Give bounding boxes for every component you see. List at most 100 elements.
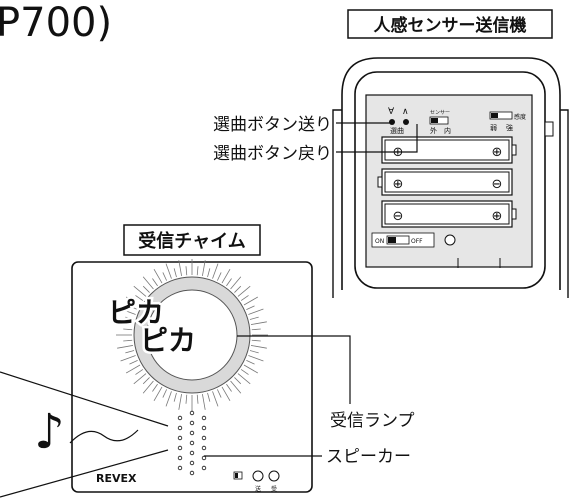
lamp-ray [125, 364, 141, 374]
lamp-ray [240, 369, 249, 375]
battery-1: ⊕ ⊕ [381, 136, 517, 164]
on-label: ON [375, 238, 384, 245]
lamp-ray [246, 305, 255, 311]
svg-text:⊖: ⊖ [492, 177, 503, 192]
header-text: P700) [0, 0, 112, 46]
lamp-ray [249, 316, 259, 320]
lamp-ray [230, 380, 242, 394]
speaker-hole [177, 445, 183, 451]
transmitter: ∀ ∧ 選曲 センサー 外 内 感度 弱 強 ⊕ ⊕ ⊕ ⊖ [332, 57, 569, 298]
lamp-ray [212, 263, 219, 279]
lamp-ray [185, 266, 188, 276]
battery-3: ⊖ ⊕ [381, 200, 517, 228]
lamp-ray [251, 345, 267, 349]
lamp-ray [117, 345, 133, 349]
lamp-ray [226, 383, 232, 392]
label-speaker: スピーカー [326, 447, 411, 467]
speaker-hole [189, 450, 195, 456]
speaker-hole [189, 460, 195, 466]
lamp-ray [246, 359, 255, 365]
lamp-ray [133, 285, 147, 297]
lamp-ray [221, 386, 231, 402]
lamp-ray [237, 373, 251, 385]
speaker-hole [201, 465, 207, 471]
receive-indicator [268, 470, 280, 482]
lamp-ray [142, 285, 150, 293]
lamp-ray [202, 260, 206, 276]
sensitivity-label: 感度 [514, 113, 526, 121]
lamp-ray [221, 268, 231, 284]
lamp-ray [216, 272, 222, 281]
lamp-ray [153, 268, 163, 284]
track-back-button[interactable] [403, 119, 409, 125]
lamp-ray [142, 377, 150, 385]
speaker-hole [201, 425, 207, 431]
sensitivity-switch[interactable] [489, 111, 513, 120]
transmitter-stand [341, 57, 561, 290]
lamp-ray [243, 364, 259, 374]
off-label: OFF [411, 238, 423, 245]
receive-lamp [146, 289, 238, 381]
lamp-ray [234, 285, 242, 293]
brand-logo: REVEX [96, 472, 137, 485]
lamp-ray [173, 268, 177, 278]
track-forward-button[interactable] [389, 119, 395, 125]
lamp-ray [196, 266, 199, 276]
lamp-ray [207, 392, 211, 402]
sensor-label: センサー [430, 110, 450, 116]
chime-title-box [123, 224, 261, 256]
speaker-hole [189, 470, 195, 476]
lamp-ray [142, 276, 154, 290]
transmitter-title-box [347, 9, 553, 39]
lamp-ray [178, 394, 182, 410]
lamp-ray [129, 359, 138, 365]
lamp-ray [207, 268, 211, 278]
transmitter-side-tab [544, 121, 554, 137]
lamp-ray [162, 389, 168, 398]
lamp-ray [125, 296, 141, 306]
music-note-icon: ♪ [34, 404, 65, 460]
speaker-hole [189, 420, 195, 426]
receive-indicator-label: 受 [271, 485, 277, 493]
lamp-ray [135, 295, 144, 301]
svg-text:∧: ∧ [402, 107, 409, 117]
svg-text:⊕: ⊕ [393, 177, 404, 192]
sound-wave [69, 429, 139, 444]
send-indicator [252, 470, 264, 482]
sound-line-bottom [0, 449, 169, 498]
lamp-ray [120, 355, 136, 362]
lamp-ray [153, 386, 163, 402]
lamp-ray [162, 272, 168, 281]
svg-text:⊕: ⊕ [492, 145, 503, 160]
speaker-hole [189, 410, 195, 416]
lamp-ray [240, 295, 249, 301]
speaker-hole [177, 435, 183, 441]
sensor-outer-label: 外 [430, 126, 437, 135]
lamp-ray [249, 350, 259, 354]
lamp-ray [251, 321, 267, 325]
lamp-ray [129, 305, 138, 311]
transmitter-stand-right [560, 109, 569, 298]
speaker-hole [177, 455, 183, 461]
sound-line-top [0, 371, 169, 427]
strong-label: 強 [506, 124, 513, 132]
label-track-forward: 選曲ボタン送り [213, 115, 332, 135]
lamp-ray [125, 350, 135, 354]
battery-2: ⊕ ⊖ [377, 168, 513, 196]
speaker-grille [177, 410, 207, 476]
lamp-ray [248, 355, 264, 362]
speaker-hole [201, 435, 207, 441]
lamp-ray [216, 389, 222, 398]
select-label: 選曲 [390, 126, 404, 135]
power-switch[interactable] [386, 235, 410, 245]
lamp-ray [152, 278, 158, 287]
speaker-hole [177, 425, 183, 431]
speaker-hole [177, 465, 183, 471]
lamp-rays [116, 259, 268, 411]
lamp-ray [234, 377, 242, 385]
lamp-ray [237, 285, 251, 297]
sensor-switch[interactable] [429, 116, 449, 125]
lamp-ray [248, 308, 264, 315]
speaker-hole [189, 430, 195, 436]
